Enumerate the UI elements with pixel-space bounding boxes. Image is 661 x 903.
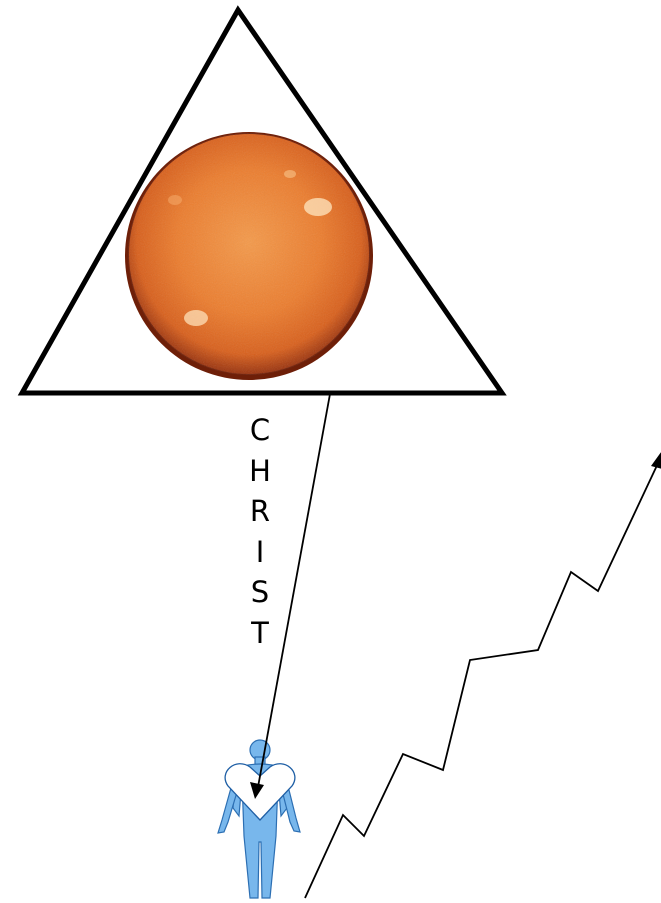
letter-i: I: [256, 532, 265, 573]
vertical-christ-label: C H R I S T: [244, 410, 276, 653]
sun-icon: [120, 125, 380, 385]
letter-r: R: [250, 491, 270, 532]
letter-s: S: [251, 572, 269, 613]
letter-c: C: [250, 410, 270, 451]
letter-t: T: [251, 613, 269, 654]
zigzag-arrow-icon: [305, 448, 661, 898]
letter-h: H: [249, 451, 271, 492]
